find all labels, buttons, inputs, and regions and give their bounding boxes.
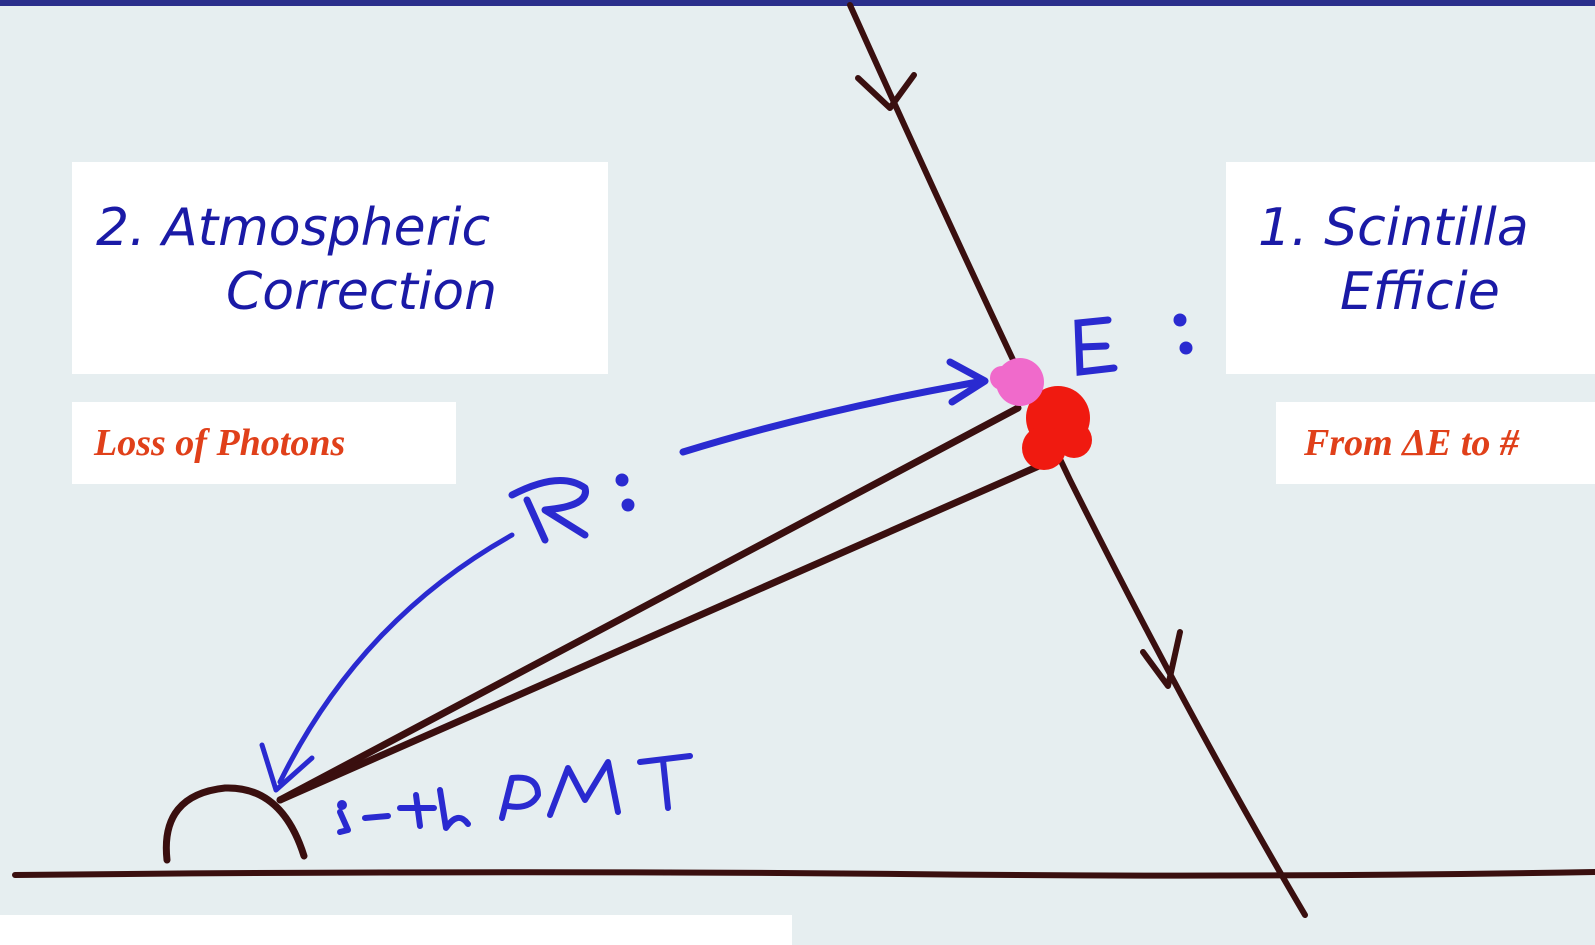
distance-marker	[508, 473, 635, 544]
r-arrow-head-emission	[946, 358, 989, 406]
photon-ray-upper	[276, 404, 1022, 804]
shower-track	[847, 2, 1308, 918]
emission-point	[990, 358, 1092, 470]
from-delta-e-label: From ΔE to #	[1276, 402, 1595, 484]
scintillation-line2: Efficie	[1340, 262, 1500, 322]
loss-of-photons-text: Loss of Photons	[94, 422, 346, 464]
r-arrow-to-emission	[679, 378, 982, 456]
atmospheric-correction-line1: 2. Atmospheric	[96, 198, 491, 258]
ground-line	[12, 869, 1595, 879]
atmospheric-correction-line2: Correction	[226, 262, 498, 322]
r-arrow-to-pmt	[277, 532, 515, 785]
photon-ray-lower	[276, 458, 1052, 804]
r-arrow-head-pmt	[259, 742, 315, 793]
bottom-label-box	[0, 915, 792, 945]
track-arrowhead-lower	[1140, 629, 1183, 689]
scintillation-efficiency-label: 1. Scintilla Efficie	[1226, 162, 1595, 374]
track-arrowhead-upper	[855, 72, 917, 111]
scintillation-line1: 1. Scintilla	[1258, 198, 1529, 258]
loss-of-photons-label: Loss of Photons	[72, 402, 456, 484]
pmt-dome	[162, 784, 308, 864]
pmt-label	[337, 753, 693, 835]
from-delta-e-text: From ΔE to #	[1304, 422, 1519, 464]
header-bar	[0, 0, 1595, 6]
atmospheric-correction-label: 2. Atmospheric Correction	[72, 162, 608, 374]
energy-marker	[1074, 313, 1193, 376]
